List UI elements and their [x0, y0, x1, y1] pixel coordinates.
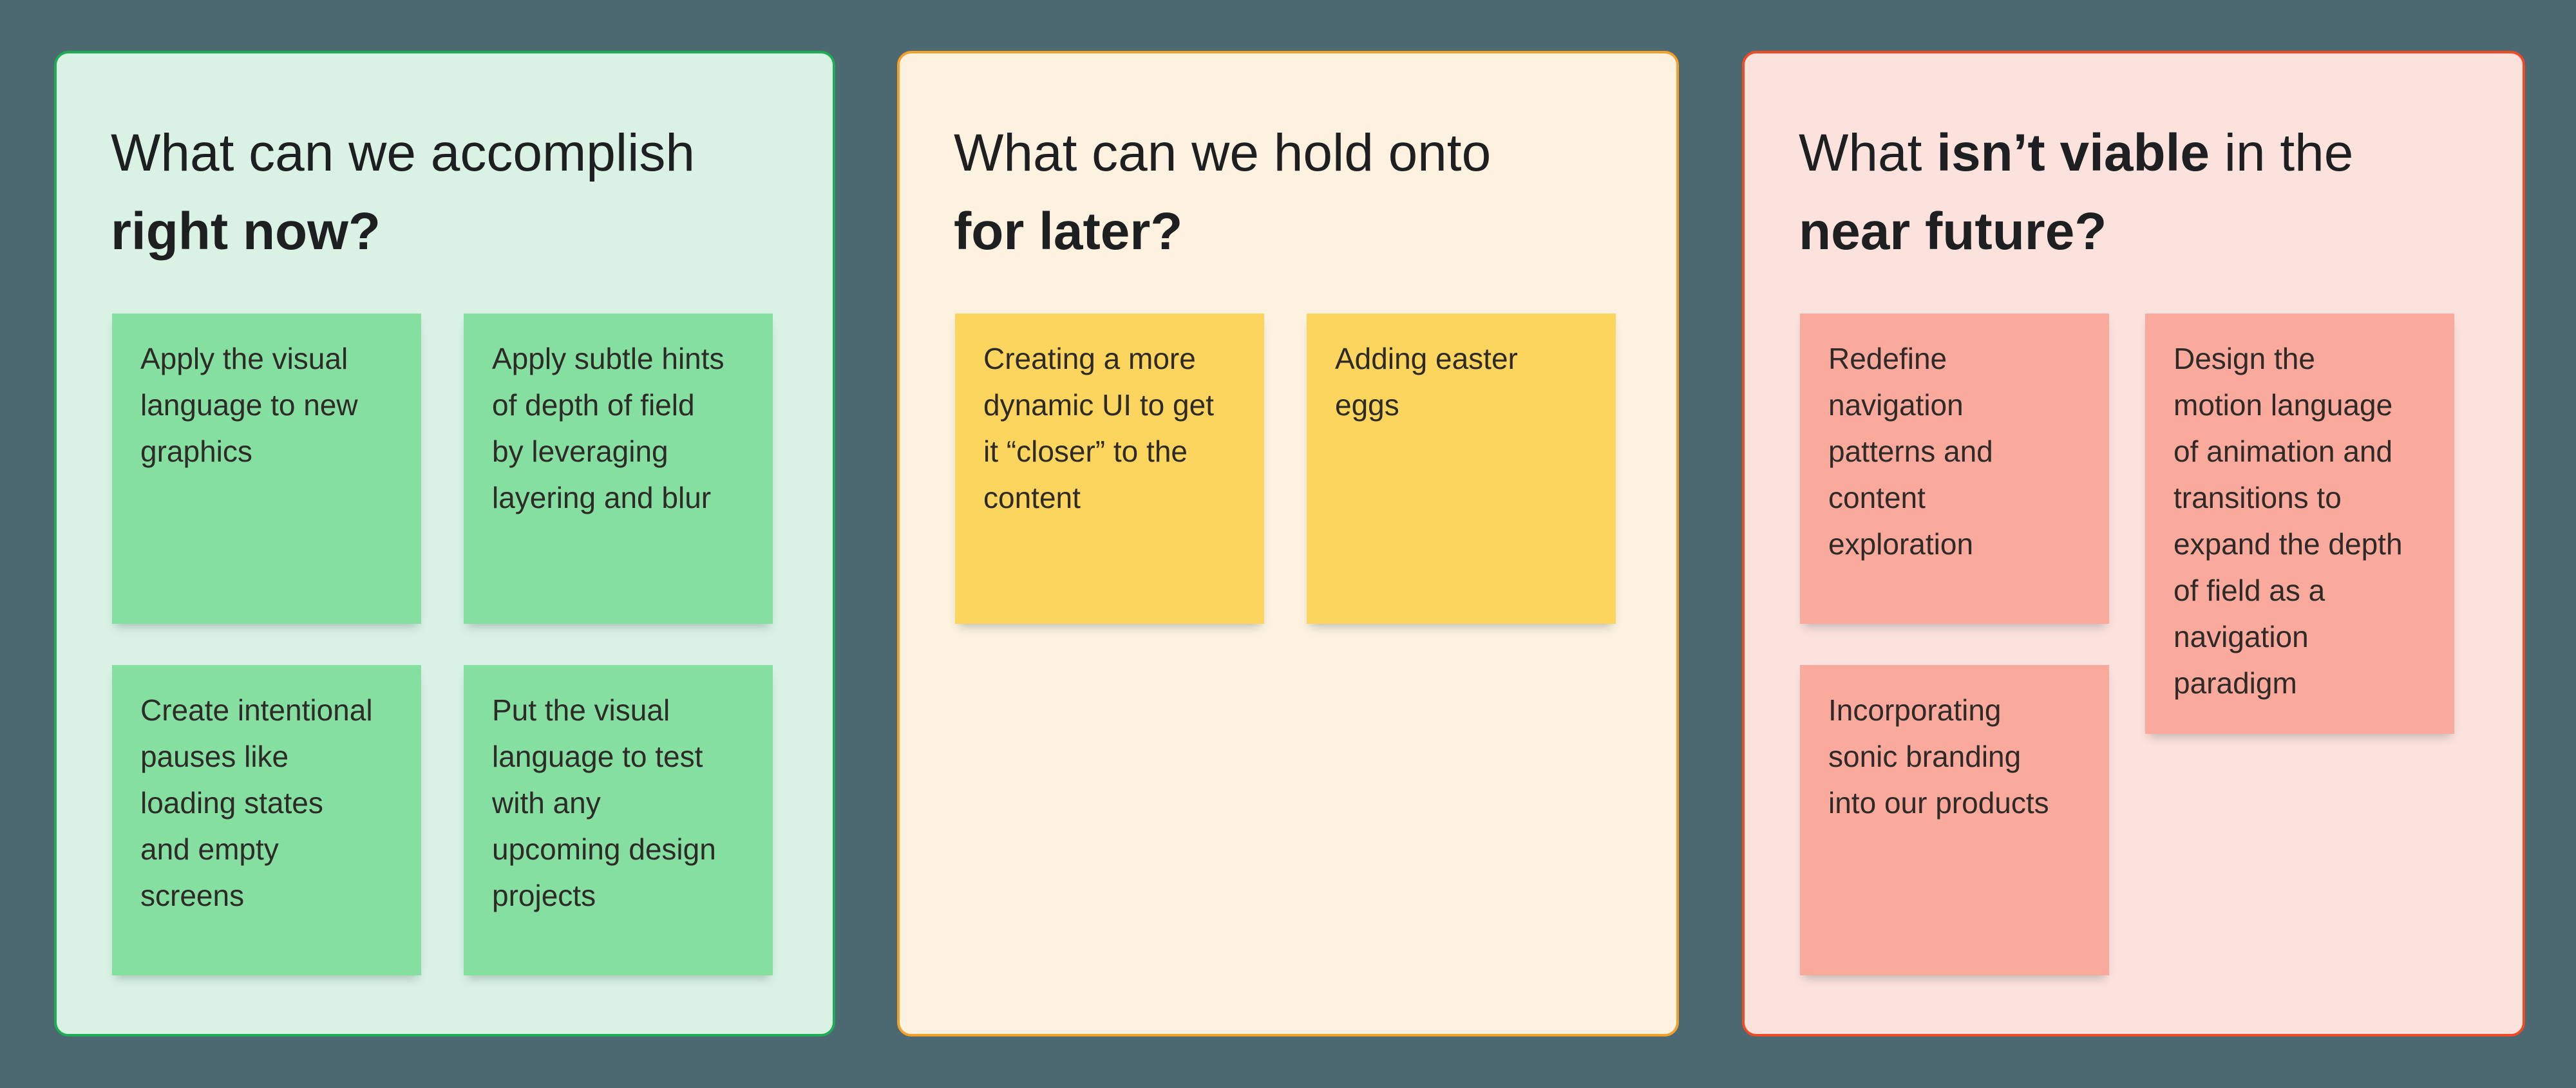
sticky-note[interactable]: Redefine navigation patterns and content… — [1800, 314, 2109, 624]
section-right-now-title: What can we accomplish right now? — [111, 114, 755, 271]
title-bold-text: near future? — [1799, 202, 2107, 261]
sticky-note[interactable]: Apply the visual language to new graphic… — [112, 314, 421, 624]
sticky-note-text: Adding easter eggs — [1335, 342, 1518, 422]
title-regular-text: What — [1799, 124, 1937, 182]
sticky-note[interactable]: Create intentional pauses like loading s… — [112, 665, 421, 975]
sticky-note-text: Create intentional pauses like loading s… — [140, 693, 373, 912]
section-not-viable[interactable]: What isn’t viable in the near future? Red… — [1742, 51, 2525, 1036]
sticky-note-text: Put the visual language to test with any… — [492, 693, 716, 912]
sticky-grid: Redefine navigation patterns and content… — [1800, 314, 2483, 996]
title-bold-text: right now? — [111, 202, 381, 261]
sticky-grid: Creating a more dynamic UI to get it “cl… — [955, 314, 1638, 996]
sticky-note[interactable]: Creating a more dynamic UI to get it “cl… — [955, 314, 1264, 624]
sticky-note[interactable]: Put the visual language to test with any… — [464, 665, 773, 975]
title-bold-text: for later? — [954, 202, 1183, 261]
sticky-note-text: Redefine navigation patterns and content… — [1828, 342, 1993, 561]
section-not-viable-title: What isn’t viable in the near future? — [1799, 114, 2443, 271]
sticky-note[interactable]: Incorporating sonic branding into our pr… — [1800, 665, 2109, 975]
title-regular-text: in the — [2210, 124, 2354, 182]
section-for-later-title: What can we hold onto for later? — [954, 114, 1598, 271]
sticky-grid: Apply the visual language to new graphic… — [112, 314, 795, 996]
sticky-note[interactable]: Design the motion language of animation … — [2145, 314, 2454, 734]
sticky-note-text: Apply subtle hints of depth of field by … — [492, 342, 724, 514]
section-for-later[interactable]: What can we hold onto for later? Creating… — [897, 51, 1679, 1036]
title-bold-text: isn’t viable — [1937, 124, 2210, 182]
sticky-note[interactable]: Adding easter eggs — [1307, 314, 1616, 624]
sticky-note-text: Creating a more dynamic UI to get it “cl… — [983, 342, 1214, 514]
section-right-now[interactable]: What can we accomplish right now? Apply t… — [54, 51, 835, 1036]
sticky-note-text: Incorporating sonic branding into our pr… — [1828, 693, 2049, 820]
sticky-note[interactable]: Apply subtle hints of depth of field by … — [464, 314, 773, 624]
sticky-note-text: Design the motion language of animation … — [2174, 342, 2403, 700]
sticky-note-text: Apply the visual language to new graphic… — [140, 342, 358, 468]
title-regular-text: What can we accomplish — [111, 124, 695, 182]
title-regular-text: What can we hold onto — [954, 124, 1492, 182]
